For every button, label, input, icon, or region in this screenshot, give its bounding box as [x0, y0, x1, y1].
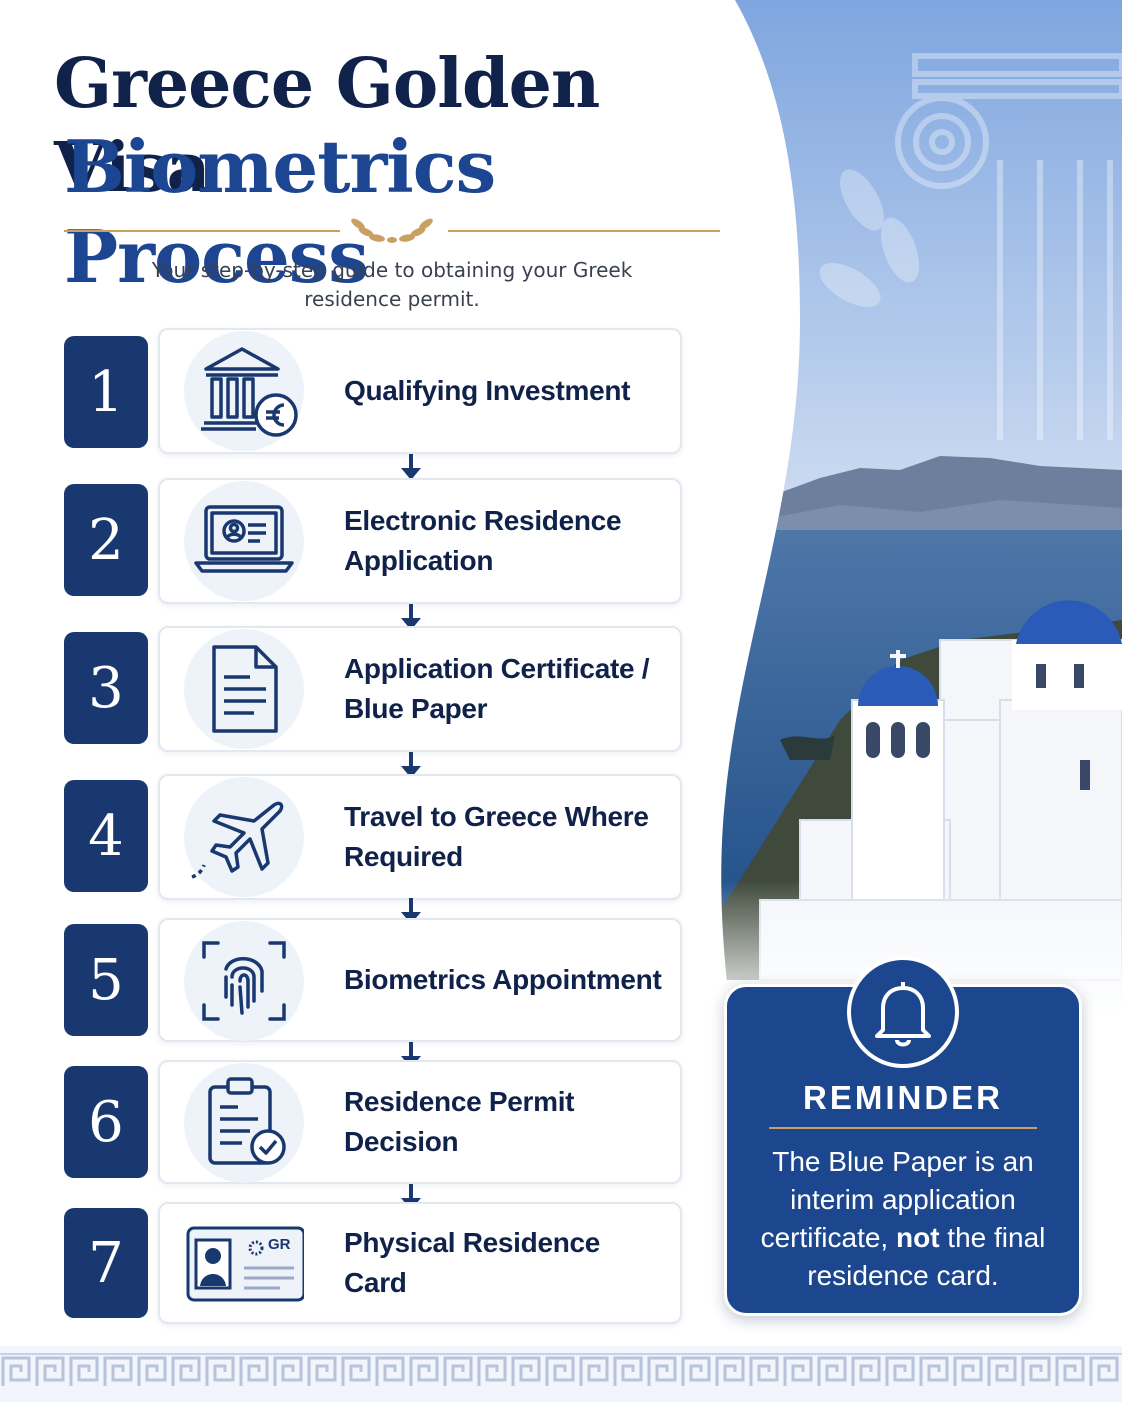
document-icon: [184, 629, 304, 749]
bank-euro-icon: [184, 331, 304, 451]
step-card: Travel to Greece Where Required: [158, 774, 682, 900]
step-number: 2: [64, 484, 148, 596]
step-card: Application Certificate / Blue Paper: [158, 626, 682, 752]
laptop-profile-icon: [184, 481, 304, 601]
step-card: Residence Permit Decision: [158, 1060, 682, 1184]
step-number: 4: [64, 780, 148, 892]
step-number: 5: [64, 924, 148, 1036]
step-number: 6: [64, 1066, 148, 1178]
step-card: Electronic Residence Application: [158, 478, 682, 604]
page-title-line2: Biometrics Process: [64, 124, 496, 299]
step-label: Physical Residence Card: [344, 1227, 601, 1298]
reminder-text: The Blue Paper is an interim application…: [747, 1143, 1059, 1295]
step-label: Electronic Residence Application: [344, 505, 622, 576]
title-divider-left: [64, 230, 340, 232]
reminder-text-part1: The Blue Paper is an interim application…: [760, 1146, 1034, 1253]
fingerprint-icon: [184, 921, 304, 1041]
reminder-divider: [769, 1127, 1037, 1129]
step-label: Application Certificate / Blue Paper: [344, 653, 650, 724]
airplane-icon: [184, 777, 304, 897]
step-card: GR Physical Residence Card: [158, 1202, 682, 1324]
id-card-icon: GR: [184, 1204, 304, 1324]
step-label: Travel to Greece Where Required: [344, 801, 649, 872]
step-label: Qualifying Investment: [344, 375, 631, 406]
step-label: Residence Permit Decision: [344, 1086, 575, 1157]
title-divider-right: [448, 230, 720, 232]
arrow-down-icon: [401, 454, 421, 480]
reminder-text-part2: the final residence card.: [807, 1222, 1046, 1291]
page-title-line1: Greece Golden Visa: [54, 44, 600, 208]
arrow-down-icon: [401, 604, 421, 630]
id-card-country-code: GR: [268, 1236, 291, 1253]
step-card: Qualifying Investment: [158, 328, 682, 454]
step-number: 1: [64, 336, 148, 448]
reminder-text-emphasis: not: [896, 1222, 940, 1253]
bell-icon: [847, 956, 959, 1068]
step-number: 3: [64, 632, 148, 744]
arrow-down-icon: [401, 752, 421, 778]
step-label: Biometrics Appointment: [344, 964, 662, 995]
reminder-title: REMINDER: [802, 1079, 1003, 1116]
step-number: 7: [64, 1208, 148, 1318]
greek-key-border: [0, 1352, 1122, 1392]
step-card: Biometrics Appointment: [158, 918, 682, 1042]
clipboard-check-icon: [184, 1063, 304, 1183]
laurel-icon: [351, 218, 433, 243]
page-subtitle: Your step-by-step guide to obtaining you…: [151, 258, 633, 311]
